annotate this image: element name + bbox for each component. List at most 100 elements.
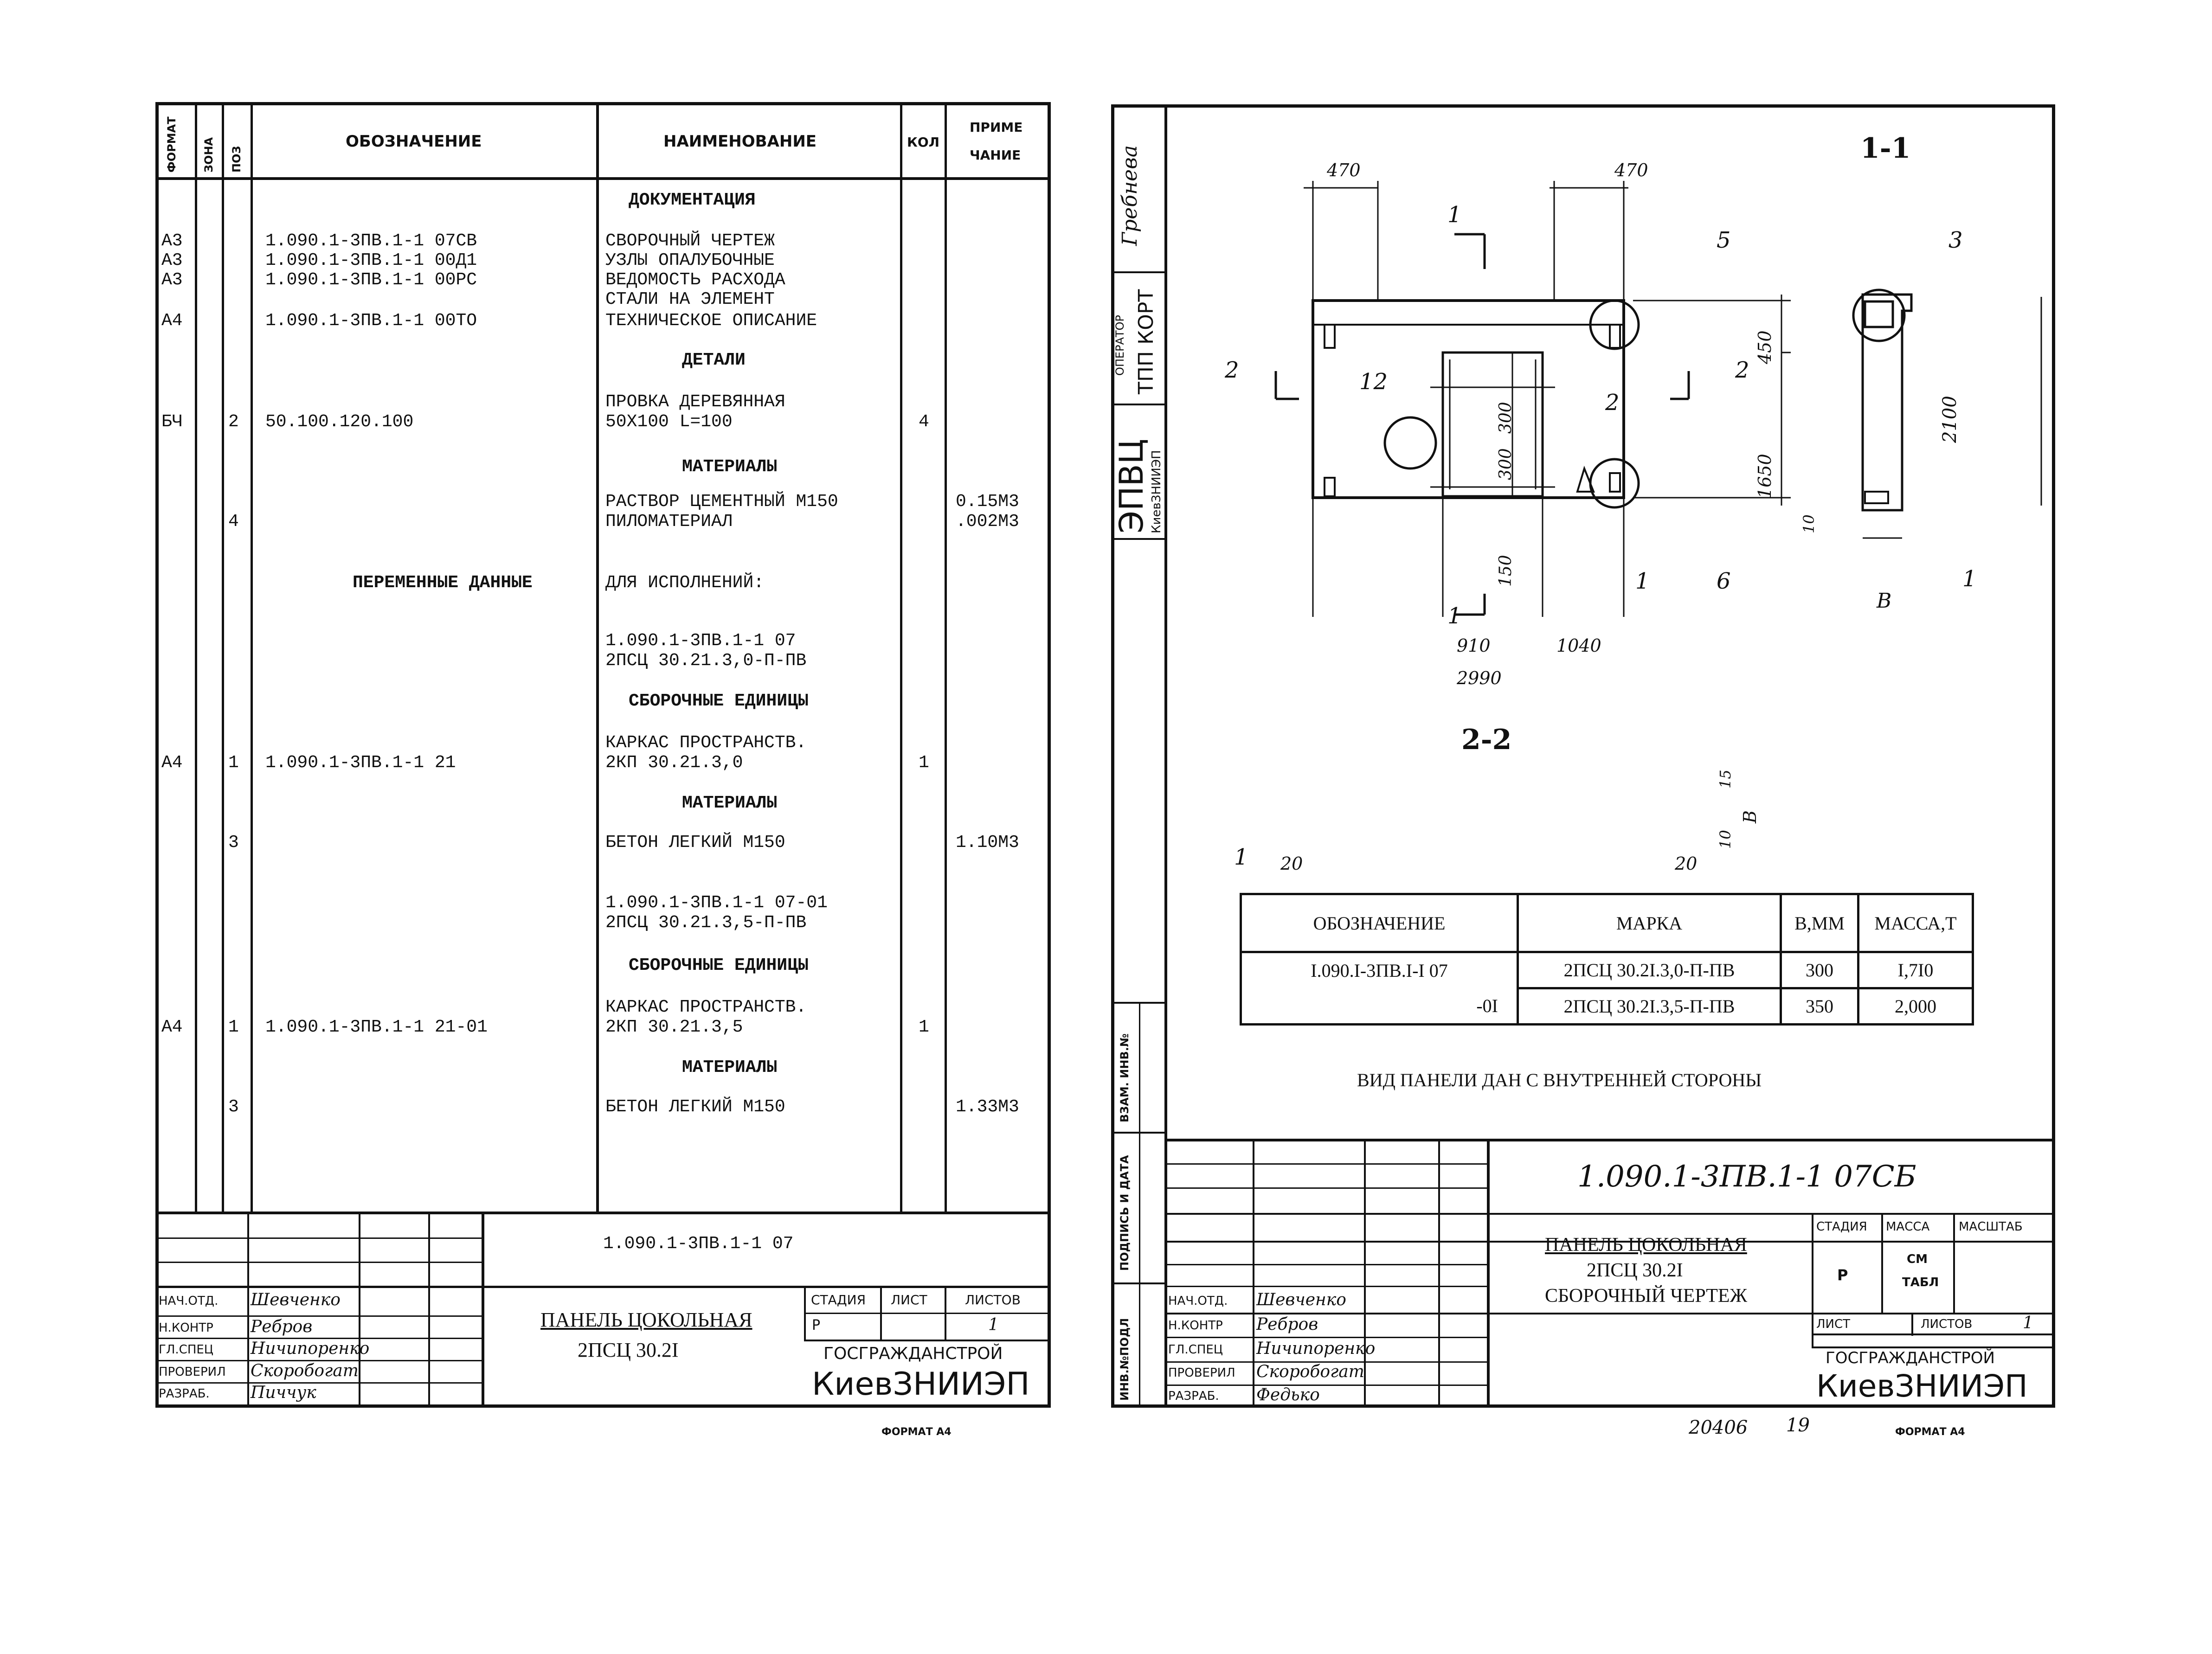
dim-10-b: 10 — [1717, 830, 1734, 849]
left-tb-top — [155, 1212, 1051, 1214]
marks-header-mass: МАССА,Т — [1857, 893, 1974, 953]
right-tb-line — [1164, 1286, 1489, 1287]
footer-number: 20406 — [1689, 1417, 1748, 1438]
right-tb-vline — [1438, 1139, 1440, 1408]
right-sheet — [1111, 104, 2055, 1408]
panel-outline — [1312, 299, 1625, 499]
tb-role-label: РАЗРАБ. — [159, 1387, 210, 1401]
left-tb-line — [804, 1313, 1051, 1314]
spec-cell-name: БЕТОН ЛЕГКИЙ М150 — [605, 833, 785, 853]
right-side-strip-line — [1139, 1002, 1140, 1408]
right-tb-vline — [1364, 1139, 1366, 1408]
tb-person-name: Ребров — [251, 1317, 313, 1336]
mark-1-section11: 1 — [1962, 566, 1977, 592]
spec-cell-name: 1.090.1-3ПВ.1-1 07 — [605, 631, 796, 651]
marks-table: ОБОЗНАЧЕНИЕ МАРКА В,ММ МАССА,Т I.090.I-3… — [1240, 893, 1974, 1026]
left-tb-line — [155, 1338, 482, 1339]
left-col-line — [900, 102, 902, 1213]
tb-person-name: Пиччук — [251, 1383, 316, 1402]
section-cut-marks — [1274, 233, 1690, 616]
right-tb-stage: Р — [1837, 1266, 1848, 1284]
dim-20-left: 20 — [1280, 853, 1303, 874]
left-tb-line — [804, 1340, 1051, 1341]
marks-cell-designation: -0I — [1240, 988, 1519, 1026]
spec-cell-format: А3 — [161, 231, 183, 251]
right-tb-title-1: ПАНЕЛЬ ЦОКОЛЬНАЯ — [1545, 1234, 1747, 1256]
spec-cell-format: А3 — [161, 250, 183, 270]
right-tb-org-2: КиевЗНИИЭП — [1816, 1368, 2028, 1404]
spec-cell-qty: 4 — [919, 412, 929, 432]
right-tb-line — [1164, 1163, 1489, 1165]
spec-cell-note: 0.15М3 — [956, 492, 1019, 512]
marks-cell-b: 350 — [1780, 987, 1859, 1026]
section-1-1-view — [1852, 288, 1913, 539]
dim-1040: 1040 — [1556, 635, 1601, 656]
dim-470-right: 470 — [1614, 160, 1648, 180]
header-zone: ЗОНА — [202, 137, 215, 173]
left-col-line — [945, 102, 947, 1213]
left-tb-org-1: ГОСГРАЖДАНСТРОЙ — [823, 1344, 1003, 1363]
spec-cell-pos: 1 — [228, 753, 239, 773]
right-tb-line — [1164, 1313, 2055, 1314]
left-col-line — [195, 102, 197, 1213]
left-format-label: ФОРМАТ А4 — [881, 1426, 952, 1438]
left-tb-line — [155, 1382, 482, 1384]
marks-cell-b: 300 — [1780, 951, 1859, 989]
spec-cell-designation: ПЕРЕМЕННЫЕ ДАННЫЕ — [353, 573, 533, 593]
tb-person-name: Шевченко — [1256, 1290, 1346, 1309]
assembly-drawing — [1274, 181, 2042, 617]
spec-cell-pos: 3 — [228, 833, 239, 853]
mark-12: 12 — [1359, 369, 1388, 395]
spec-cell-qty: 1 — [919, 753, 929, 773]
header-format: ФОРМАТ — [165, 116, 178, 173]
spec-cell-name: 2ПСЦ 30.21.3,5-П-ПВ — [605, 913, 807, 933]
mark-1-panel: 1 — [1635, 568, 1650, 594]
spec-cell-name: БЕТОН ЛЕГКИЙ М150 — [605, 1097, 785, 1117]
dim-470-left: 470 — [1327, 160, 1361, 180]
right-tb-vline — [1812, 1213, 1813, 1347]
right-side-strip-line — [1111, 404, 1167, 405]
marks-cell-mass: I,7I0 — [1857, 951, 1974, 989]
spec-cell-name: КАРКАС ПРОСТРАНСТВ. — [605, 733, 807, 753]
spec-cell-designation: 1.090.1-3ПВ.1-1 00Д1 — [265, 250, 477, 270]
right-tb-sheet-label: ЛИСТ — [1816, 1317, 1851, 1331]
side-zam: ВЗАМ. ИНВ.№ — [1118, 1033, 1131, 1122]
spec-cell-pos: 1 — [228, 1017, 239, 1037]
spec-cell-name: 50Х100 L=100 — [605, 412, 733, 432]
marks-cell-designation: I.090.I-3ПВ.I-I 07 — [1240, 951, 1519, 988]
tb-role-label: Н.КОНТР — [1168, 1319, 1223, 1333]
right-tb-org-1: ГОСГРАЖДАНСТРОЙ — [1826, 1349, 1995, 1367]
spec-cell-designation: 1.090.1-3ПВ.1-1 21 — [265, 753, 456, 773]
left-tb-vline — [482, 1212, 484, 1408]
dim-450: 450 — [1755, 330, 1775, 364]
spec-cell-format: А4 — [161, 753, 183, 773]
right-side-strip-line — [1111, 271, 1167, 273]
right-tb-sheets-label: ЛИСТОВ — [1921, 1317, 1973, 1331]
tb-role-label: ГЛ.СПЕЦ — [1168, 1343, 1223, 1357]
spec-cell-name: РАСТВОР ЦЕМЕНТНЫЙ М150 — [605, 492, 838, 512]
tb-person-name: Ничипоренко — [251, 1339, 370, 1358]
spec-cell-designation: 1.090.1-3ПВ.1-1 00РС — [265, 270, 477, 290]
mark-2-right: 2 — [1735, 357, 1749, 383]
right-tb-vline — [1487, 1139, 1490, 1408]
tb-role-label: ГЛ.СПЕЦ — [159, 1343, 213, 1357]
left-sheet — [155, 102, 1051, 1408]
mark-5: 5 — [1717, 227, 1731, 253]
spec-cell-name: КАРКАС ПРОСТРАНСТВ. — [605, 997, 807, 1017]
spec-cell-name: ПРОВКА ДЕРЕВЯННАЯ — [605, 392, 785, 412]
spec-cell-name: ПИЛОМАТЕРИАЛ — [605, 512, 733, 532]
spec-cell-name: 1.090.1-3ПВ.1-1 07-01 — [605, 893, 828, 913]
marks-cell-mass: 2,000 — [1857, 987, 1974, 1026]
right-tb-mass-2: ТАБЛ — [1902, 1276, 1939, 1289]
spec-cell-format: БЧ — [161, 412, 183, 432]
header-note-1: ПРИМЕ — [970, 120, 1023, 135]
table-row: -0I 2ПСЦ 30.2I.3,5-П-ПВ 350 2,000 — [1240, 987, 1974, 1026]
right-tb-line — [1812, 1346, 2055, 1348]
panel-elevation — [1312, 299, 1640, 509]
tb-role-label: НАЧ.ОТД. — [1168, 1294, 1228, 1308]
tb-role-label: ПРОВЕРИЛ — [1168, 1366, 1235, 1380]
dim-1650: 1650 — [1755, 454, 1775, 499]
right-tb-scale-label: МАСШТАБ — [1959, 1220, 2023, 1234]
right-tb-mass-1: СМ — [1907, 1252, 1928, 1266]
spec-cell-name: ДЛЯ ИСПОЛНЕНИЙ: — [605, 573, 765, 593]
